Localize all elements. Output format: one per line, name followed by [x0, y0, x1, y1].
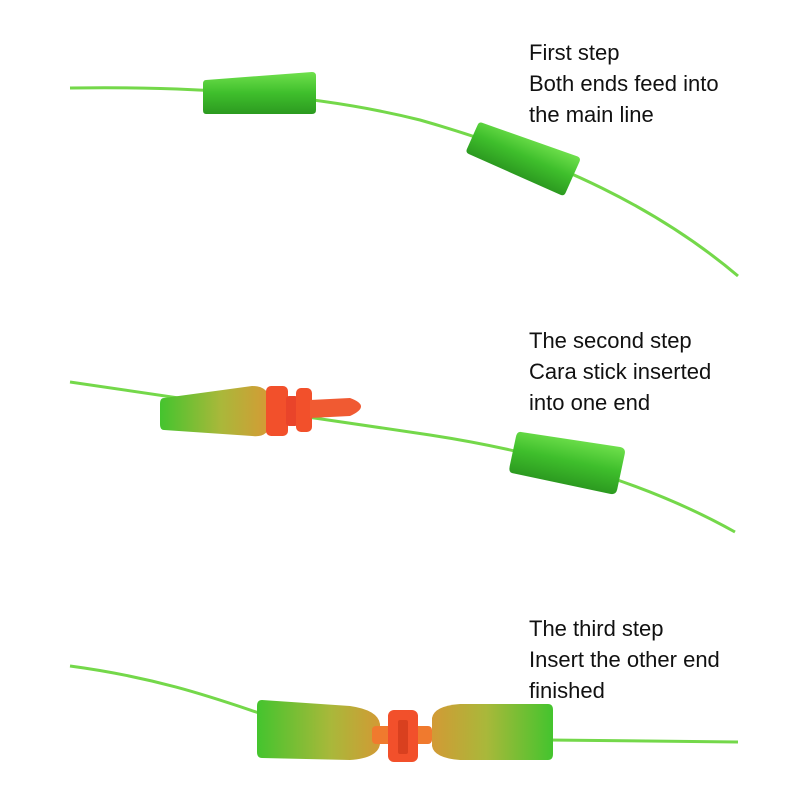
- step-3-line-3: finished: [529, 678, 605, 703]
- silicone-sleeve-right: [509, 431, 625, 495]
- silicone-sleeve-right: [466, 122, 580, 196]
- silicone-sleeve-right: [432, 704, 553, 760]
- step-2-title: The second step: [529, 328, 692, 353]
- cara-stick-connector: [372, 710, 432, 762]
- fishing-line: [69, 664, 263, 716]
- silicone-sleeve-left: [257, 700, 380, 760]
- step-2-illustration: [69, 380, 736, 534]
- fishing-line-end: [547, 738, 739, 744]
- step-2-line-3: into one end: [529, 390, 651, 415]
- step-1-line-2: Both ends feed into: [529, 71, 719, 96]
- step-2-caption: The second step Cara stick inserted into…: [529, 325, 711, 418]
- step-3-caption: The third step Insert the other end fini…: [529, 613, 720, 706]
- silicone-sleeve-left: [203, 72, 316, 114]
- cara-stick-connector: [266, 386, 361, 436]
- step-1-panel: First step Both ends feed into the main …: [0, 0, 800, 290]
- fishing-line: [69, 86, 739, 278]
- step-3-line-2: Insert the other end: [529, 647, 720, 672]
- silicone-sleeve-with-stick: [160, 386, 270, 437]
- step-3-panel: The third step Insert the other end fini…: [0, 560, 800, 800]
- step-1-title: First step: [529, 40, 620, 65]
- step-2-line-2: Cara stick inserted: [529, 359, 712, 384]
- step-3-illustration: [69, 664, 739, 762]
- step-1-line-3: the main line: [529, 102, 654, 127]
- step-2-panel: The second step Cara stick inserted into…: [0, 290, 800, 560]
- step-3-title: The third step: [529, 616, 664, 641]
- step-1-illustration: [69, 72, 739, 278]
- step-1-caption: First step Both ends feed into the main …: [529, 37, 719, 130]
